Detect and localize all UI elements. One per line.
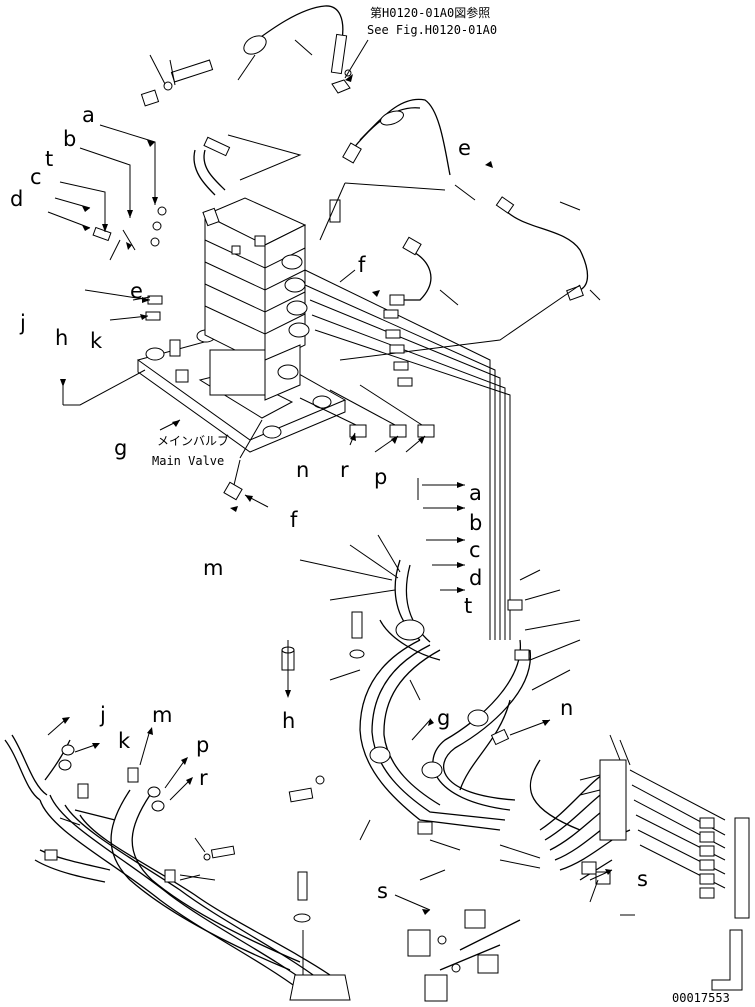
reference-note-en: See Fig.H0120-01A0 xyxy=(367,23,497,37)
callout-b-top: b xyxy=(63,127,76,151)
pipe-bundle-vertical xyxy=(304,269,581,640)
callout-p-bottom: p xyxy=(196,733,209,757)
callout-t-mid: t xyxy=(464,594,472,618)
callout-labels: a b t c d e e f j k h g n r p f m a b c … xyxy=(10,103,648,903)
main-valve-label-jp: メインバルブ xyxy=(157,433,229,448)
callout-t-top: t xyxy=(45,147,53,171)
main-valve-body xyxy=(92,134,347,453)
callout-m-mid: m xyxy=(203,556,223,580)
bottom-left-harness xyxy=(4,734,351,1001)
callout-n-top: n xyxy=(296,458,309,482)
lower-right-manifold xyxy=(407,734,750,1002)
callout-a-top: a xyxy=(82,103,95,127)
callout-n-mid: n xyxy=(560,696,573,720)
arrow-heads xyxy=(60,140,612,915)
callout-j-top: j xyxy=(19,311,26,335)
drawing-number: 00017553 xyxy=(672,991,730,1005)
base-fittings xyxy=(223,384,435,501)
callout-h-mid: h xyxy=(282,709,295,733)
callout-f-mid: f xyxy=(290,508,298,532)
callout-d-mid: d xyxy=(469,566,482,590)
main-valve-label-en: Main Valve xyxy=(152,454,224,468)
callout-p-top: p xyxy=(374,465,387,489)
callout-h-top: h xyxy=(55,326,68,350)
top-pilot-tube xyxy=(140,5,369,107)
callout-r-bottom: r xyxy=(199,766,208,790)
callout-f-top: f xyxy=(358,253,366,277)
upper-right-hoses xyxy=(319,98,601,306)
callout-b-mid: b xyxy=(469,511,482,535)
callout-e-right: e xyxy=(458,136,471,160)
callout-m-bottom: m xyxy=(152,703,172,727)
leader-lines xyxy=(47,124,613,911)
callout-r-top: r xyxy=(340,458,349,482)
callout-s-bottom-right: s xyxy=(637,867,648,891)
callout-e-left: e xyxy=(130,279,143,303)
reference-note-jp: 第H0120-01A0図参照 xyxy=(370,5,490,20)
callout-k-top: k xyxy=(90,329,103,353)
middle-harness xyxy=(288,534,581,851)
callout-j-bottom: j xyxy=(99,703,106,727)
callout-k-bottom: k xyxy=(118,729,131,753)
callout-g-top: g xyxy=(114,436,127,460)
callout-a-mid: a xyxy=(469,481,482,505)
callout-c-mid: c xyxy=(469,538,481,562)
callout-g-mid: g xyxy=(437,706,450,730)
callout-c-top: c xyxy=(30,165,42,189)
callout-s-bottom-left: s xyxy=(377,879,388,903)
callout-d-top: d xyxy=(10,187,23,211)
